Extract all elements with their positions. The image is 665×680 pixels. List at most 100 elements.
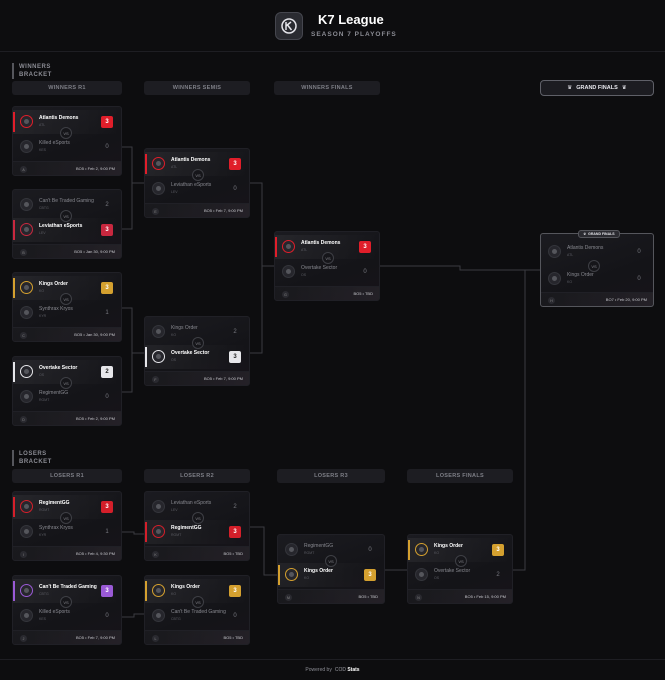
team-logo-icon bbox=[152, 500, 165, 513]
team-tag: KO bbox=[171, 592, 177, 596]
vs-indicator: VS bbox=[60, 127, 72, 139]
team-logo-icon bbox=[20, 500, 33, 513]
match-id-badge: I bbox=[20, 551, 27, 558]
team-score: 3 bbox=[101, 585, 113, 597]
vs-indicator: VS bbox=[60, 512, 72, 524]
winner-accent-bar bbox=[13, 606, 15, 626]
match-id-badge: B bbox=[20, 249, 27, 256]
team-tag: KO bbox=[434, 551, 440, 555]
winner-accent-bar bbox=[145, 606, 147, 626]
column-header-losers-r2: LOSERS R2 bbox=[144, 469, 250, 483]
match-id-badge: F bbox=[152, 376, 159, 383]
team-tag: KO bbox=[39, 289, 45, 293]
team-logo-icon bbox=[282, 265, 295, 278]
team-logo-icon bbox=[415, 543, 428, 556]
team-name: Overtake Sector bbox=[171, 350, 210, 356]
team-name: Kings Order bbox=[171, 584, 200, 590]
team-score: 3 bbox=[101, 282, 113, 294]
page-title: K7 League bbox=[318, 12, 384, 27]
team-name: Leviathan eSports bbox=[171, 182, 212, 188]
column-header-grand-finals: ♛ GRAND FINALS ♛ bbox=[540, 80, 654, 96]
team-tag: KO bbox=[304, 576, 310, 580]
vs-indicator: VS bbox=[455, 555, 467, 567]
league-logo-icon bbox=[275, 12, 303, 40]
team-score: 3 bbox=[229, 526, 241, 538]
team-score: 0 bbox=[105, 613, 109, 619]
team-score: 0 bbox=[637, 249, 641, 255]
codstats-logo[interactable]: COD Stats bbox=[334, 667, 360, 673]
match-status: BO5 • Jan 30, 9:00 PM bbox=[74, 249, 115, 254]
team-logo-icon bbox=[20, 306, 33, 319]
team-logo-icon bbox=[20, 115, 33, 128]
team-tag: OS bbox=[171, 358, 177, 362]
team-name: Synthrax Kryos bbox=[39, 525, 73, 531]
vs-indicator: VS bbox=[192, 512, 204, 524]
vs-indicator: VS bbox=[588, 260, 600, 272]
team-tag: CBTG bbox=[39, 592, 49, 596]
vs-indicator: VS bbox=[192, 337, 204, 349]
team-score: 0 bbox=[363, 269, 367, 275]
team-logo-icon bbox=[20, 525, 33, 538]
team-name: Synthrax Kryos bbox=[39, 306, 73, 312]
team-logo-icon bbox=[285, 543, 298, 556]
team-logo-icon bbox=[152, 584, 165, 597]
match-footer: H BO7 • Feb 20, 9:00 PM bbox=[541, 292, 653, 306]
winner-accent-bar bbox=[13, 220, 15, 240]
winner-accent-bar bbox=[145, 581, 147, 601]
team-score: 3 bbox=[101, 224, 113, 236]
match-id-badge: D bbox=[20, 416, 27, 423]
page-header: K7 League SEASON 7 PLAYOFFS bbox=[0, 0, 665, 52]
match-status: BO7 • Feb 20, 9:00 PM bbox=[605, 297, 647, 302]
team-name: Overtake Sector bbox=[434, 568, 471, 574]
winner-accent-bar bbox=[408, 540, 410, 560]
match-id-badge: H bbox=[548, 297, 555, 304]
team-name: Can't Be Traded Gaming bbox=[39, 198, 94, 204]
team-score: 3 bbox=[492, 544, 504, 556]
team-name: Kings Order bbox=[434, 543, 463, 549]
team-name: Can't Be Traded Gaming bbox=[39, 584, 97, 590]
team-tag: RGMT bbox=[304, 551, 315, 555]
team-logo-icon bbox=[20, 281, 33, 294]
team-logo-icon bbox=[152, 182, 165, 195]
team-logo-icon bbox=[152, 157, 165, 170]
crown-icon: ♛ bbox=[621, 85, 627, 91]
team-tag: RGMT bbox=[39, 398, 50, 402]
